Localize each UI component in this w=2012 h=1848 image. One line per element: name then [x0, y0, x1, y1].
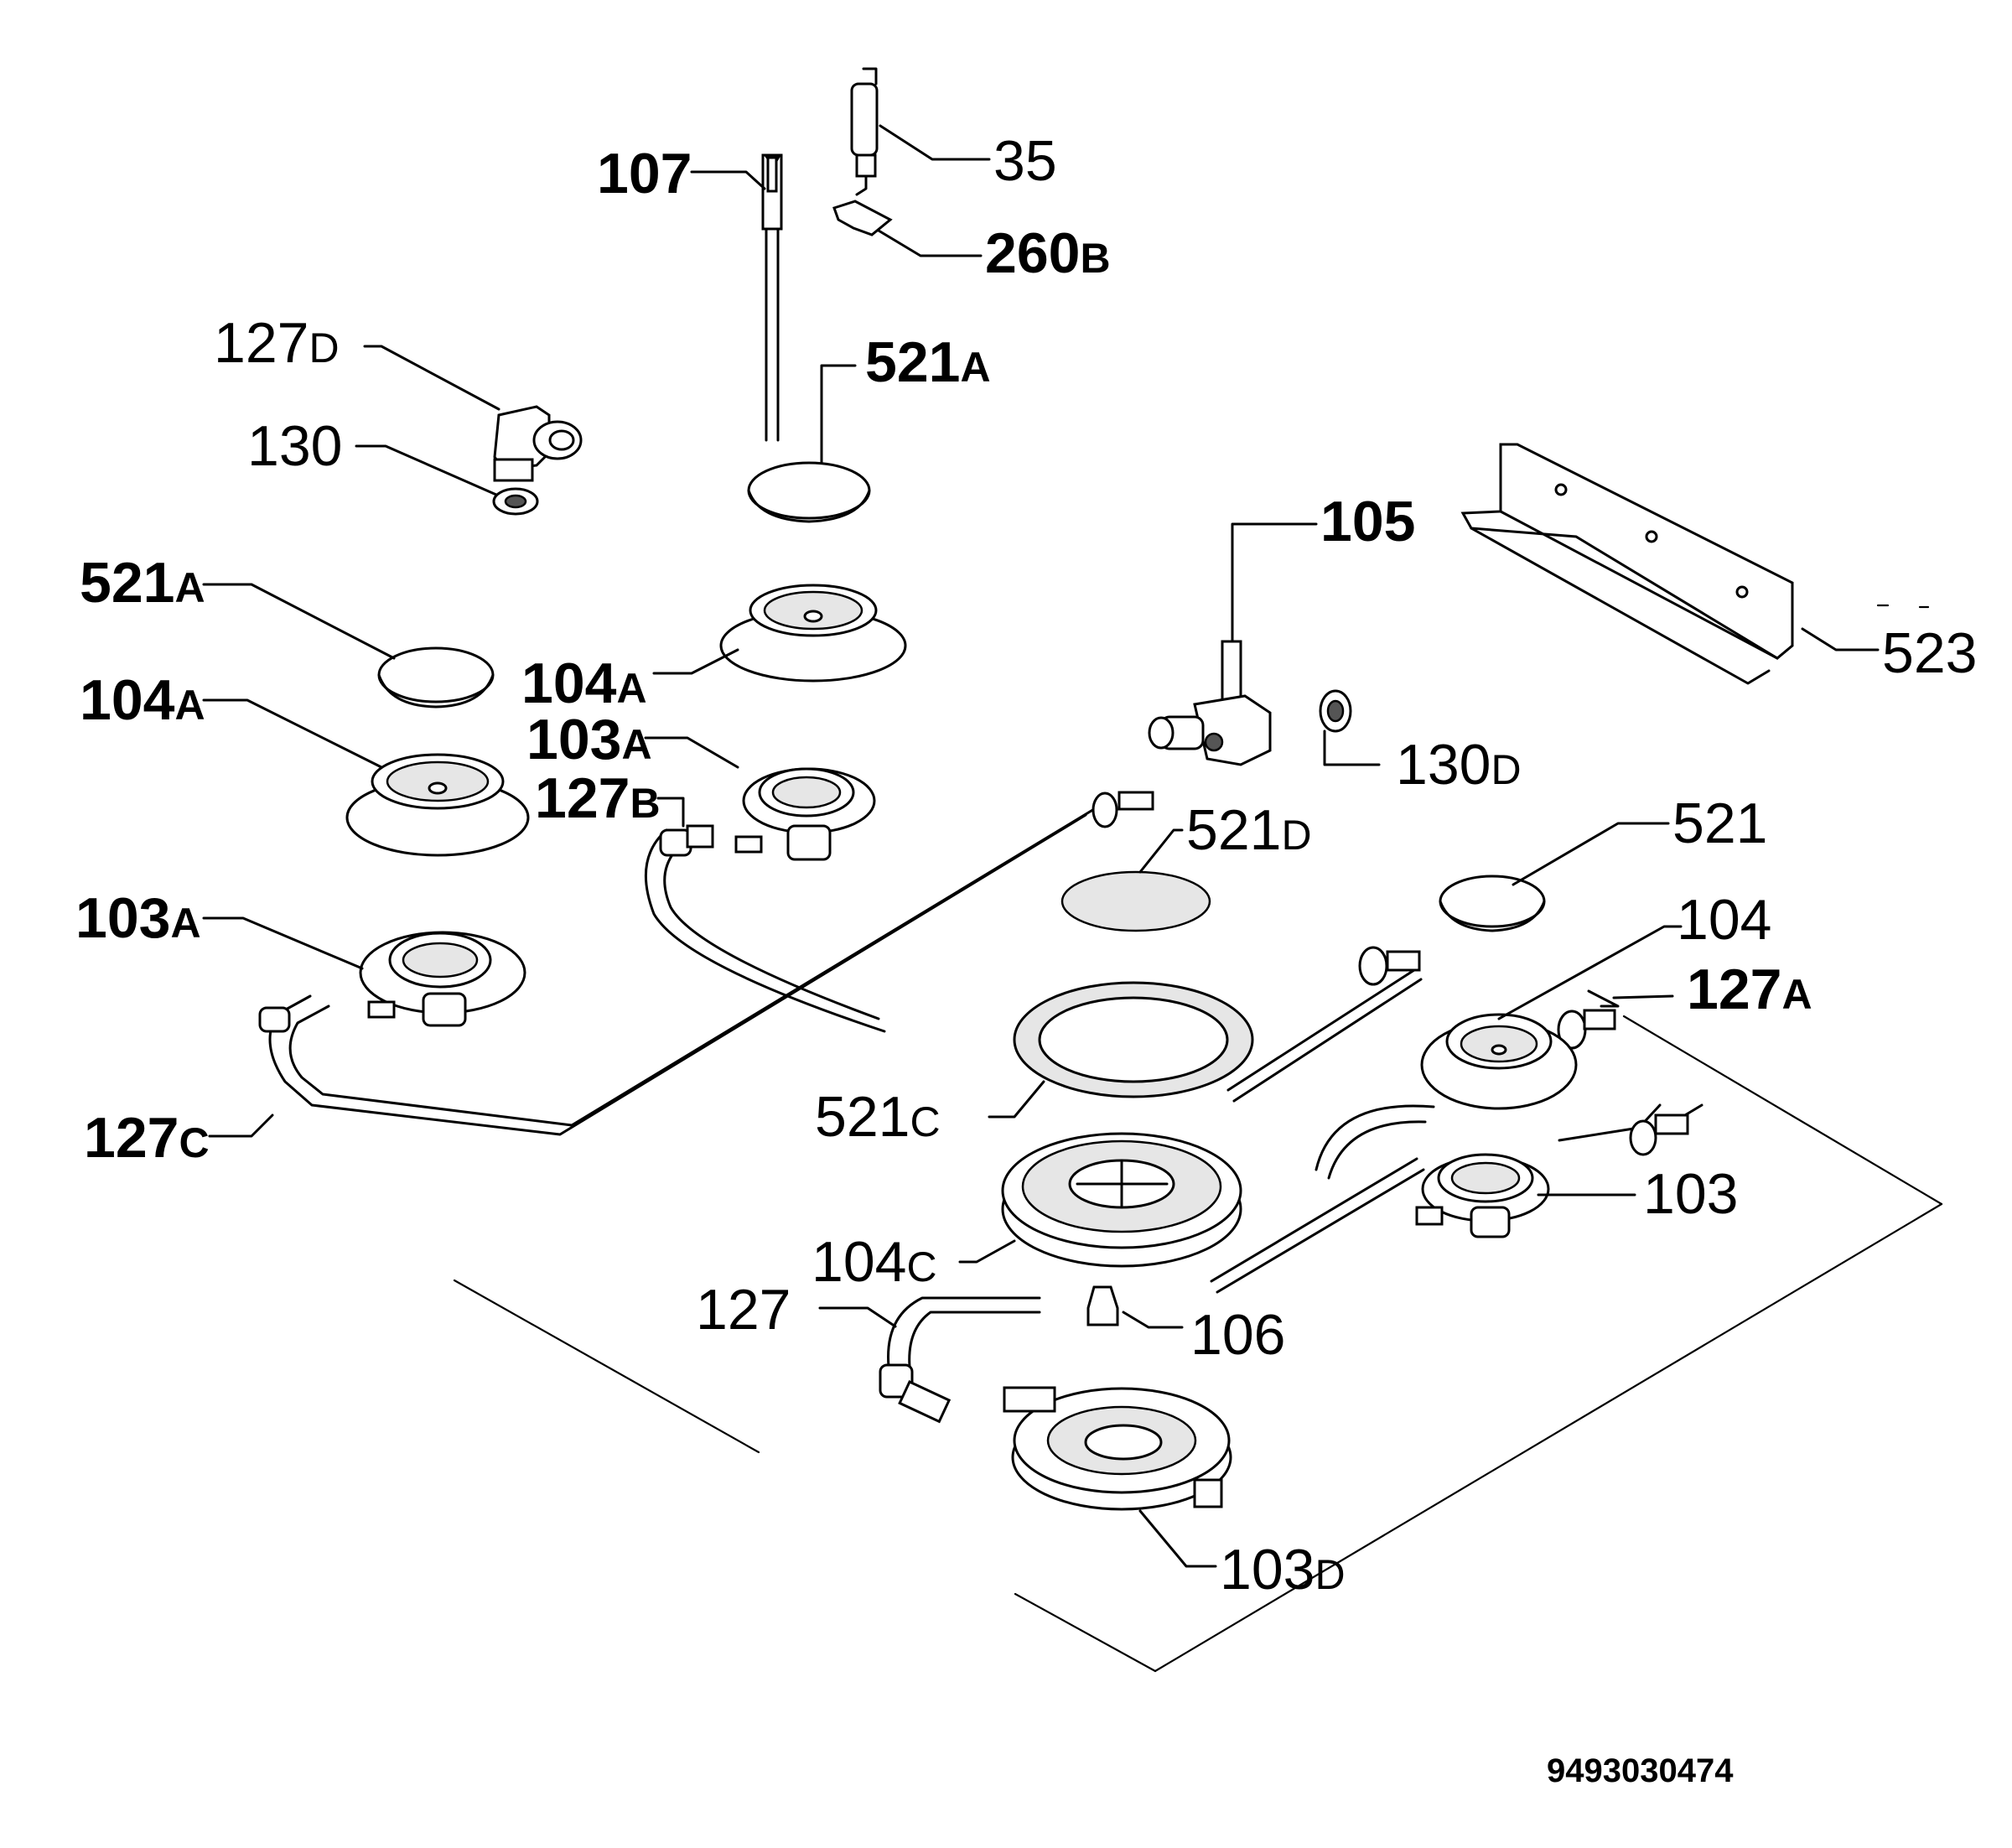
part-105-valve — [1148, 522, 1318, 766]
label-103d: 103D — [1220, 1538, 1346, 1601]
label-521a-left: 521A — [80, 551, 205, 615]
label-103a-mid: 103A — [526, 708, 652, 771]
part-521c-ring — [988, 981, 1254, 1119]
label-130: 130 — [247, 414, 342, 478]
part-523-bracket — [1460, 443, 1880, 685]
part-127-right-lower-pipe — [1210, 1103, 1703, 1294]
part-130d-washer — [1319, 689, 1381, 766]
label-260b: 260B — [985, 221, 1111, 285]
label-104a-mid: 104A — [521, 651, 647, 715]
label-104a-left: 104A — [80, 668, 205, 732]
label-105: 105 — [1320, 490, 1415, 553]
label-521a-top: 521A — [865, 330, 991, 394]
part-130-washer — [355, 444, 539, 516]
part-127a-pipe — [1226, 946, 1674, 1103]
label-130d: 130D — [1396, 733, 1522, 797]
label-521d: 521D — [1186, 798, 1312, 862]
base-outline — [453, 604, 1943, 1673]
part-103d-base — [1003, 1386, 1232, 1568]
part-103a-mid-base — [644, 736, 876, 861]
part-labels: 35 107 260B 127D 521A 130 105 521A 523 1… — [75, 129, 1977, 1601]
label-103: 103 — [1643, 1162, 1738, 1226]
label-106: 106 — [1190, 1303, 1285, 1367]
drawing-number: 9493030474 — [1547, 1752, 1734, 1789]
part-35-ignition-plug — [850, 67, 991, 196]
label-104: 104 — [1677, 888, 1771, 952]
label-104c: 104C — [812, 1230, 937, 1294]
label-521c: 521C — [815, 1085, 941, 1149]
label-127: 127 — [696, 1278, 791, 1342]
part-521d-disc — [1060, 828, 1211, 932]
part-104a-top-spreader — [652, 584, 907, 683]
part-260b-clip — [832, 200, 983, 257]
label-107: 107 — [597, 142, 692, 205]
part-127d-elbow — [363, 345, 583, 482]
label-127a: 127A — [1687, 958, 1812, 1021]
label-103a-left: 103A — [75, 886, 201, 950]
part-521a-top-cap — [747, 364, 871, 523]
part-103a-left-base — [202, 916, 526, 1027]
label-35: 35 — [993, 129, 1057, 193]
label-523: 523 — [1882, 621, 1977, 685]
part-104-right-spreader — [1420, 925, 1683, 1110]
part-103-right-base — [1415, 1153, 1636, 1238]
part-521a-left-cap — [202, 583, 495, 709]
label-521: 521 — [1672, 792, 1767, 855]
label-127c: 127C — [84, 1106, 210, 1170]
part-106-injector — [1086, 1285, 1184, 1329]
label-127b: 127B — [535, 766, 661, 830]
part-127c-pipe — [208, 791, 1154, 1138]
part-107-thermocouple — [690, 153, 783, 442]
part-104c-spreader — [958, 1132, 1242, 1268]
label-127d: 127D — [214, 311, 340, 375]
part-104a-left-spreader — [202, 698, 530, 857]
part-127-lower-pipe — [818, 1296, 1041, 1424]
part-521-right-cap — [1439, 822, 1670, 932]
part-127b-pipe — [644, 797, 886, 1033]
